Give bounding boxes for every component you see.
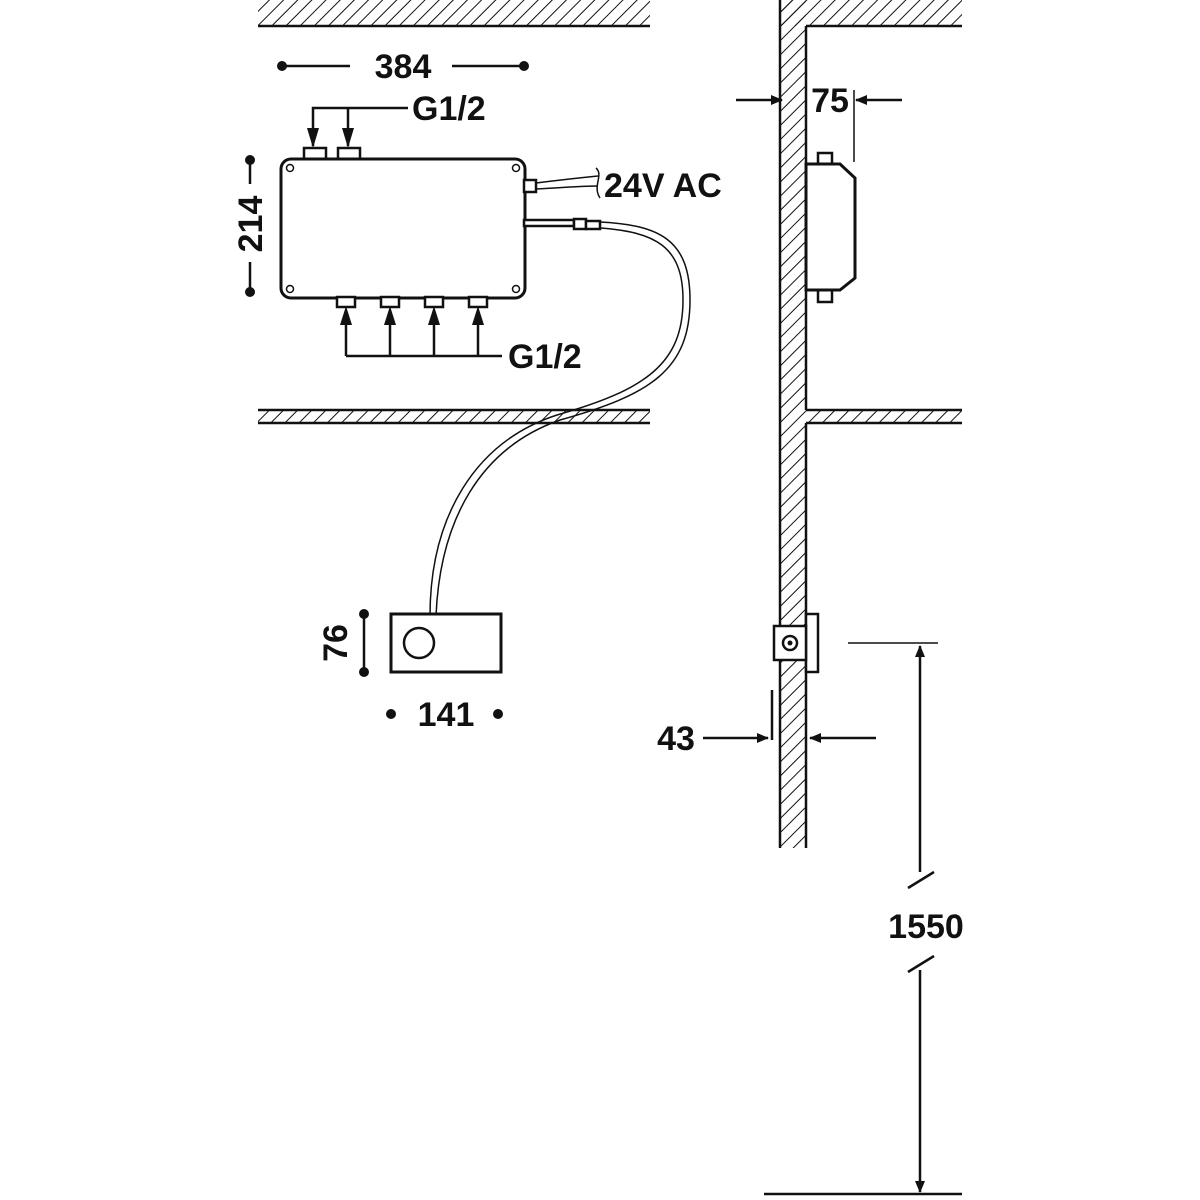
inlet-arrows: G1/2 [307, 90, 486, 148]
outlet-thread-label: G1/2 [508, 338, 582, 376]
dimension-box-height: 214 [232, 155, 270, 297]
floor-slab-right [806, 408, 962, 425]
dimension-control-depth: 43 [657, 720, 876, 758]
remote-panel [389, 612, 503, 674]
remote-cable [429, 217, 691, 617]
wall-depth-label: 75 [811, 82, 849, 120]
wall-section [778, 0, 808, 848]
remote-button-icon [402, 626, 436, 660]
box-width-label: 384 [375, 48, 432, 86]
dimension-box-width: 384 [277, 48, 529, 86]
dimension-mount-height: 1550 [848, 642, 964, 1193]
power-supply-label: 24V AC [604, 167, 722, 205]
floor-slab-left [258, 408, 650, 425]
power-cable: 24V AC [535, 167, 722, 205]
ceiling-slab-right [780, 0, 962, 28]
dimension-control-width: 141 [386, 696, 503, 734]
dimension-control-height: 76 [317, 609, 369, 677]
inlet-thread-label: G1/2 [412, 90, 486, 128]
control-width-label: 141 [418, 696, 475, 734]
control-box-profile [804, 151, 857, 304]
ceiling-slab-left [258, 0, 650, 28]
control-depth-label: 43 [657, 720, 695, 758]
control-height-label: 76 [317, 624, 355, 662]
dimension-wall-depth: 75 [736, 82, 902, 162]
remote-panel-profile [770, 612, 820, 740]
control-box [279, 146, 576, 309]
box-height-label: 214 [232, 196, 270, 253]
mount-height-label: 1550 [888, 908, 964, 946]
outlet-arrows: G1/2 [340, 306, 582, 376]
